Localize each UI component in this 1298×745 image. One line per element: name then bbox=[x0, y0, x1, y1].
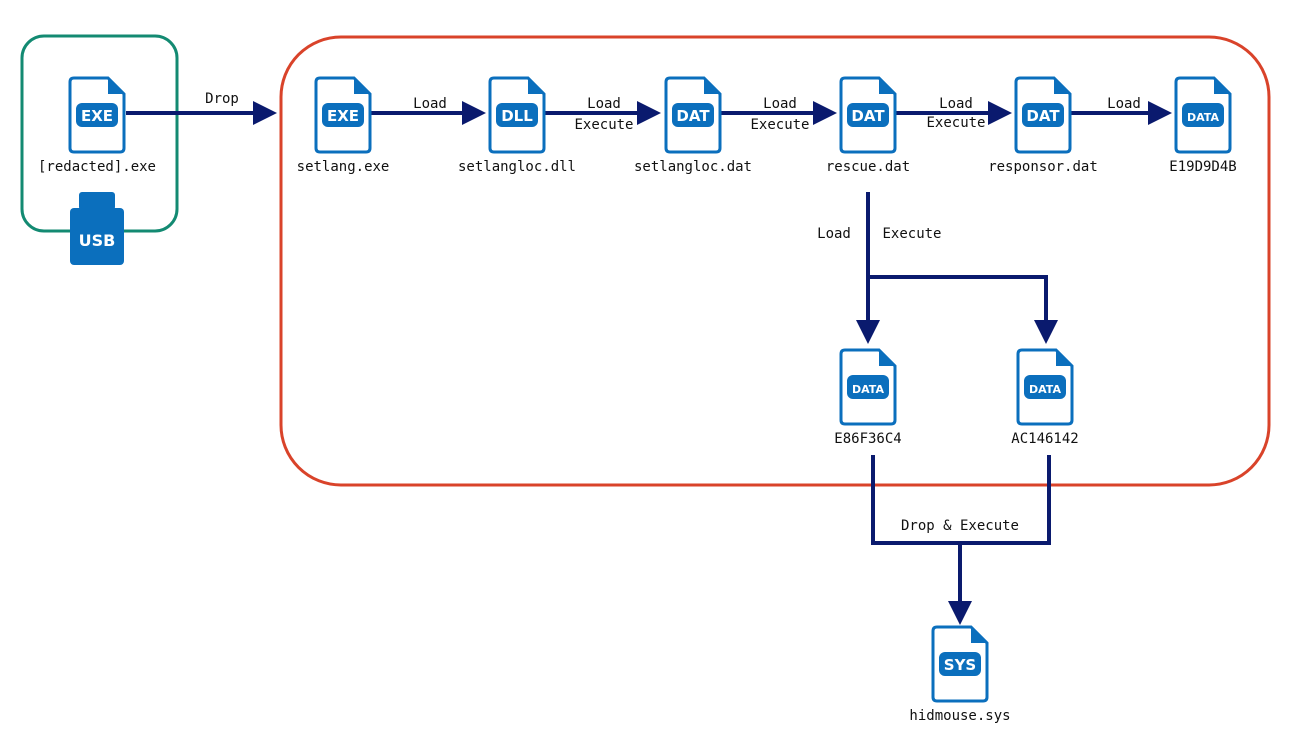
file-node-rescue-dat: DAT rescue.dat bbox=[826, 76, 910, 175]
file-node-setlangloc-dat: DAT setlangloc.dat bbox=[634, 76, 752, 175]
edge-label-drop: Drop bbox=[205, 91, 239, 107]
file-type-badge bbox=[76, 103, 118, 127]
file-name-label: setlangloc.dll bbox=[458, 159, 576, 175]
file-corner-icon bbox=[971, 627, 987, 643]
file-name-label: responsor.dat bbox=[988, 159, 1098, 175]
file-node-responsor-dat: DAT responsor.dat bbox=[988, 76, 1098, 175]
file-type-label: DLL bbox=[501, 107, 533, 125]
file-name-label: rescue.dat bbox=[826, 159, 910, 175]
edge-label-load: Load bbox=[817, 226, 851, 242]
file-type-badge bbox=[847, 103, 889, 127]
file-type-label: DATA bbox=[852, 383, 884, 396]
edge-label-load: Load bbox=[1107, 96, 1141, 112]
file-corner-icon bbox=[1056, 350, 1072, 366]
file-type-label: EXE bbox=[81, 107, 113, 125]
file-node-hidmouse-sys: SYS hidmouse.sys bbox=[909, 625, 1011, 724]
file-name-label: setlangloc.dat bbox=[634, 159, 752, 175]
edge-label-load: Load bbox=[587, 96, 621, 112]
file-corner-icon bbox=[108, 78, 124, 94]
usb-label: USB bbox=[79, 231, 116, 250]
edges bbox=[126, 101, 1172, 625]
file-corner-icon bbox=[354, 78, 370, 94]
file-type-label: DATA bbox=[1029, 383, 1061, 396]
file-type-badge bbox=[672, 103, 714, 127]
file-node-setlangloc-dll: DLL setlangloc.dll bbox=[458, 76, 576, 175]
file-type-badge bbox=[1024, 375, 1066, 399]
file-type-label: DAT bbox=[851, 107, 885, 125]
usb-drive-icon: USB bbox=[70, 192, 124, 265]
file-node-ac146142-data: DATA AC146142 bbox=[1011, 348, 1079, 447]
file-corner-icon bbox=[879, 350, 895, 366]
file-corner-icon bbox=[1214, 78, 1230, 94]
process-container bbox=[279, 35, 1271, 487]
file-name-label: E86F36C4 bbox=[834, 431, 901, 447]
file-type-badge bbox=[939, 652, 981, 676]
file-name-label: hidmouse.sys bbox=[909, 708, 1010, 724]
file-corner-icon bbox=[528, 78, 544, 94]
file-type-badge bbox=[1182, 103, 1224, 127]
file-name-label: AC146142 bbox=[1011, 431, 1078, 447]
file-type-badge bbox=[847, 375, 889, 399]
file-node-e19d9d4b-data: DATA E19D9D4B bbox=[1169, 76, 1237, 175]
file-corner-icon bbox=[879, 78, 895, 94]
file-nodes: EXE [redacted].exe EXE setlang.exe DLL setlan… bbox=[38, 76, 1237, 724]
file-name-label: setlang.exe bbox=[297, 159, 390, 175]
edge-label-load: Load bbox=[413, 96, 447, 112]
file-node-redacted-exe: EXE [redacted].exe bbox=[38, 76, 156, 175]
file-name-label: E19D9D4B bbox=[1169, 159, 1236, 175]
edge-label-execute: Execute bbox=[750, 117, 809, 133]
file-node-e86f36c4-data: DATA E86F36C4 bbox=[834, 348, 902, 447]
edge-label-load: Load bbox=[763, 96, 797, 112]
file-type-badge bbox=[496, 103, 538, 127]
file-type-label: DAT bbox=[1026, 107, 1060, 125]
file-type-label: DATA bbox=[1187, 111, 1219, 124]
edge-label-execute: Execute bbox=[882, 226, 941, 242]
arrow-rescue-down-right bbox=[868, 275, 1058, 344]
file-type-label: SYS bbox=[944, 656, 976, 674]
file-node-setlang-exe: EXE setlang.exe bbox=[297, 76, 390, 175]
edge-label-drop-execute: Drop & Execute bbox=[901, 518, 1019, 534]
edge-label-execute: Execute bbox=[926, 115, 985, 131]
file-name-label: [redacted].exe bbox=[38, 159, 156, 175]
edge-label-execute: Execute bbox=[574, 117, 633, 133]
file-type-badge bbox=[322, 103, 364, 127]
file-corner-icon bbox=[704, 78, 720, 94]
file-type-label: DAT bbox=[676, 107, 710, 125]
file-type-badge bbox=[1022, 103, 1064, 127]
file-corner-icon bbox=[1054, 78, 1070, 94]
file-type-label: EXE bbox=[327, 107, 359, 125]
edge-label-load: Load bbox=[939, 96, 973, 112]
